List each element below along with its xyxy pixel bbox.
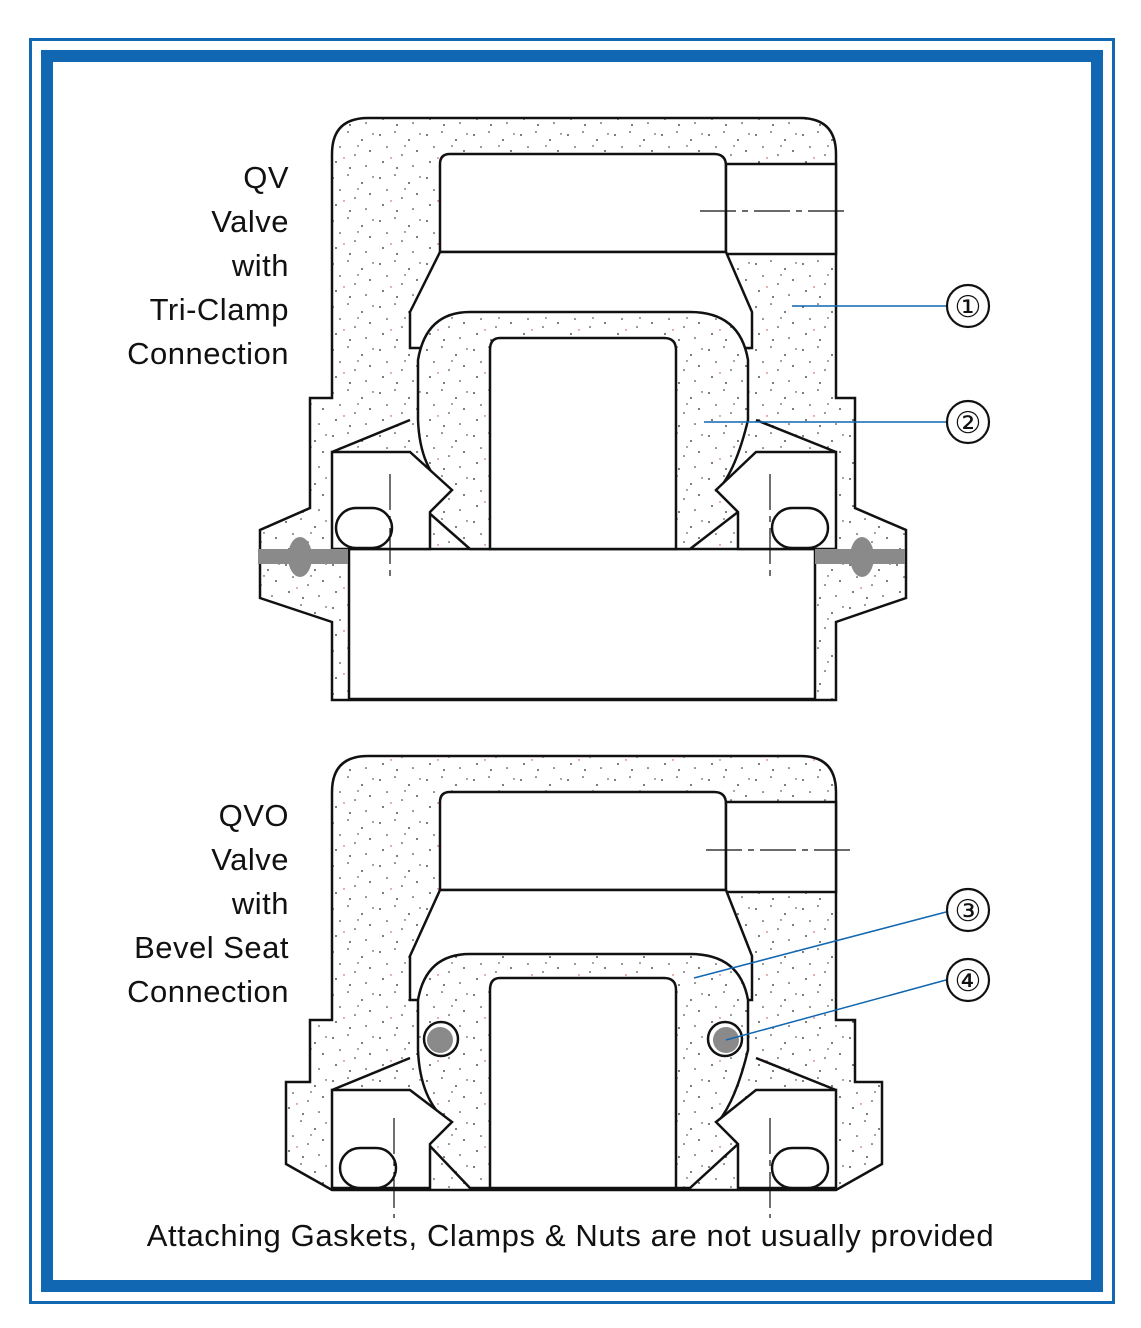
callout-4-number: ④ — [955, 965, 982, 998]
qv-left-groove — [334, 506, 394, 550]
callout-3-number: ③ — [955, 895, 982, 928]
callout-1-circle — [945, 283, 991, 329]
qvo-label-line-2: Valve — [211, 842, 289, 877]
qvo-side-port — [724, 800, 838, 894]
callout-4-circle — [945, 957, 991, 1003]
callout-leaders — [693, 305, 947, 1041]
footnote-caption: Attaching Gaskets, Clamps & Nuts are not… — [146, 1218, 995, 1253]
qvo-label-line-3: with — [231, 886, 289, 921]
qvo-upper-cavity — [438, 790, 728, 892]
qvo-right-groove — [770, 1146, 830, 1190]
callout-3-leader — [693, 911, 947, 979]
qv-side-port — [724, 162, 838, 256]
qv-label-line-3: with — [231, 248, 289, 283]
callout-1-number: ① — [955, 291, 982, 324]
qvo-poppet-cavity — [488, 976, 678, 1190]
qv-label-line-2: Valve — [211, 204, 289, 239]
qv-gaskets — [258, 537, 905, 577]
callout-2-number: ② — [955, 407, 982, 440]
qv-right-groove — [770, 506, 830, 550]
qv-label: QV Valve with Tri-Clamp Connection — [127, 156, 289, 376]
frame-outer-border — [29, 38, 1115, 1304]
qvo-left-groove — [338, 1146, 398, 1190]
callout-markers: ① ② ③ ④ — [945, 283, 991, 1003]
callout-2-circle — [945, 399, 991, 445]
qv-label-line-4: Tri-Clamp — [149, 292, 289, 327]
qv-valve-drawing — [258, 116, 908, 702]
qvo-label-line-5: Connection — [127, 974, 289, 1009]
frame-inner-border — [41, 50, 1103, 1292]
qvo-valve-drawing — [284, 754, 884, 1218]
qvo-label-line-1: QVO — [218, 798, 289, 833]
callout-3-circle — [945, 887, 991, 933]
qvo-label-line-4: Bevel Seat — [134, 930, 289, 965]
qvo-o-ring-left — [427, 1027, 453, 1053]
qv-label-line-5: Connection — [127, 336, 289, 371]
qv-poppet-cavity — [488, 336, 678, 551]
qv-gasket-left-ring — [288, 537, 312, 577]
qv-bottom-bore — [347, 547, 817, 701]
qv-label-line-1: QV — [243, 160, 289, 195]
qv-gasket-right-ring — [850, 537, 874, 577]
qvo-label: QVO Valve with Bevel Seat Connection — [127, 794, 289, 1014]
callout-4-leader — [725, 979, 947, 1041]
qv-upper-cavity — [438, 152, 728, 254]
